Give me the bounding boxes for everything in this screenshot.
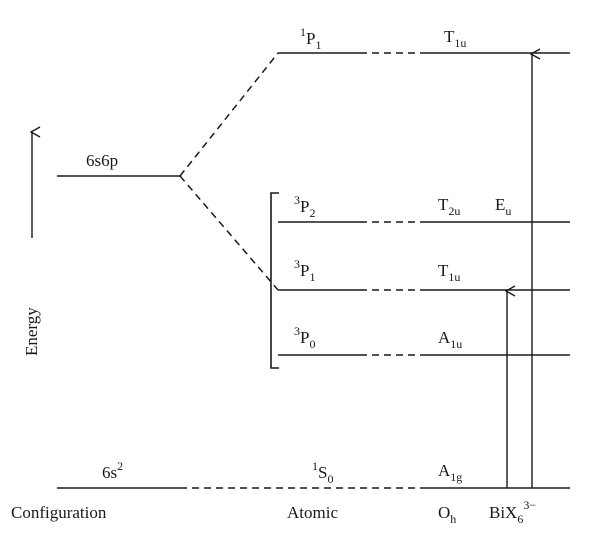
column-label-atomic: Atomic [287,503,338,522]
label-T1u-lower: T1u [438,261,460,284]
label-6s2: 6s2 [102,459,123,482]
energy-axis-label: Energy [22,307,41,356]
triplet-bracket [270,192,279,369]
label-3P1: 3P1 [294,257,315,284]
column-label-oh: Oh [438,503,456,526]
label-A1u: A1u [438,328,462,351]
label-6s6p: 6s6p [86,151,118,170]
label-T2u: T2u [438,195,460,218]
connector-6s6p-to-1P1 [179,52,279,177]
label-1S0: 1S0 [312,459,333,486]
column-label-configuration: Configuration [11,503,107,522]
label-Eu: Eu [495,195,511,218]
label-3P2: 3P2 [294,193,315,220]
connector-6s6p-to-3P1 [179,175,279,291]
label-T1u-upper: T1u [444,27,466,50]
label-1P1: 1P1 [300,25,321,52]
label-A1g: A1g [438,461,462,484]
column-label-complex: BiX63− [489,498,536,526]
label-3P0: 3P0 [294,324,315,351]
